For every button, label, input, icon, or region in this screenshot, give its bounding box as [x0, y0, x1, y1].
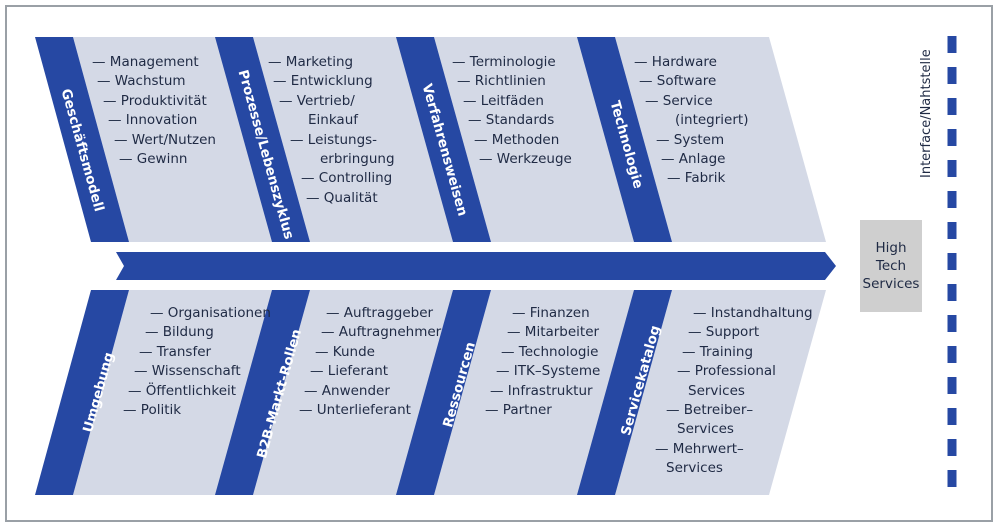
list-item: — Organisationen [150, 305, 271, 321]
list-item: — Standards [468, 112, 555, 129]
list-item: — Innovation [108, 112, 198, 129]
list-item: — Gewinn [119, 151, 188, 168]
items-prozesse: — Marketing — Entwicklung — Vertrieb/ Ei… [268, 53, 395, 208]
list-item: — Mitarbeiter [507, 324, 600, 341]
list-item: Services [688, 382, 745, 399]
bone-technologie [577, 37, 672, 242]
list-item: — Transfer [139, 343, 212, 360]
list-item: — Öffentlichkeit [128, 382, 237, 399]
result-line: High [875, 240, 907, 256]
list-item: — Infrastruktur [490, 382, 593, 399]
list-item: — System [656, 131, 725, 148]
list-item: — Auftraggeber [326, 305, 434, 321]
list-item: — Leitfäden [463, 92, 544, 109]
list-item: — ITK–Systeme [496, 363, 601, 380]
list-item: — Bildung [145, 324, 214, 341]
list-item: — Partner [485, 402, 552, 419]
bone-servicekatalog [577, 290, 672, 495]
list-item: — Finanzen [512, 305, 590, 321]
list-item: — Lieferant [310, 363, 389, 380]
list-item: — Mehrwert– [655, 440, 744, 457]
list-item: Einkauf [308, 112, 358, 129]
list-item: (integriert) [675, 112, 749, 129]
list-item: — Vertrieb/ [279, 92, 355, 109]
list-item: — Kunde [315, 343, 375, 360]
panel-technologie [615, 37, 826, 242]
list-item: — Service [645, 92, 713, 109]
list-item: — Produktivität [103, 92, 207, 109]
bone-ressourcen [396, 290, 491, 495]
list-item: — Wachstum [97, 73, 186, 90]
result-box: High Tech Services [860, 220, 922, 312]
result-line: Tech [875, 258, 907, 274]
bone-verfahrensweisen [396, 37, 491, 242]
list-item: — Software [639, 73, 717, 90]
interface-label: Interface/Nahtstelle [919, 49, 934, 178]
list-item: — Professional [677, 363, 776, 380]
list-item: — Qualität [306, 189, 378, 206]
list-item: — Terminologie [452, 54, 556, 70]
items-umgebung: — Organisationen — Bildung — Transfer — … [123, 304, 271, 420]
list-item: — Entwicklung [273, 73, 373, 90]
list-item: — Betreiber– [666, 402, 754, 419]
items-verfahrensweisen: — Terminologie — Richtlinien — Leitfäden… [452, 53, 572, 169]
list-item: — Richtlinien [457, 73, 546, 90]
list-item: — Werkzeuge [479, 151, 572, 168]
list-item: — Wissenschaft [134, 363, 241, 380]
list-item: — Instandhaltung [693, 305, 813, 321]
list-item: — Politik [123, 402, 182, 419]
list-item: — Support [688, 324, 760, 341]
diagram-frame [5, 5, 993, 522]
list-item: — Management [92, 54, 199, 70]
bone-b2b [215, 290, 310, 495]
list-item: — Training [682, 343, 754, 360]
list-item: — Controlling [301, 170, 393, 187]
bone-geschaeftsmodell [35, 37, 129, 242]
list-item: — Fabrik [667, 170, 726, 187]
items-b2b: — Auftraggeber — Auftragnehmer — Kunde —… [299, 304, 446, 420]
list-item: — Marketing [268, 54, 354, 70]
panel-servicekatalog [615, 290, 826, 495]
list-item: — Anlage [661, 151, 726, 168]
spine-arrow [116, 252, 836, 280]
result-line: Services [862, 276, 920, 292]
list-item: Services [677, 421, 734, 438]
items-geschaeftsmodell: — Management — Wachstum — Produktivität … [92, 53, 216, 169]
list-item: — Unterlieferant [299, 402, 411, 419]
bone-prozesse [215, 37, 310, 242]
items-ressourcen: — Finanzen — Mitarbeiter — Technologie —… [485, 304, 616, 420]
list-item: — Leistungs- [290, 131, 378, 148]
list-item: Services [666, 460, 723, 477]
list-item: — Wert/Nutzen [114, 131, 216, 148]
list-item: — Technologie [501, 343, 599, 360]
list-item: — Auftragnehmer [321, 324, 442, 341]
list-item: — Methoden [474, 131, 560, 148]
list-item: — Hardware [634, 54, 717, 70]
items-servicekatalog: — Instandhaltung — Support — Training — … [655, 304, 813, 479]
items-technologie: — Hardware — Software — Service (integri… [634, 53, 748, 189]
list-item: — Anwender [304, 382, 390, 399]
bone-umgebung [35, 290, 129, 495]
list-item: erbringung [320, 151, 395, 168]
